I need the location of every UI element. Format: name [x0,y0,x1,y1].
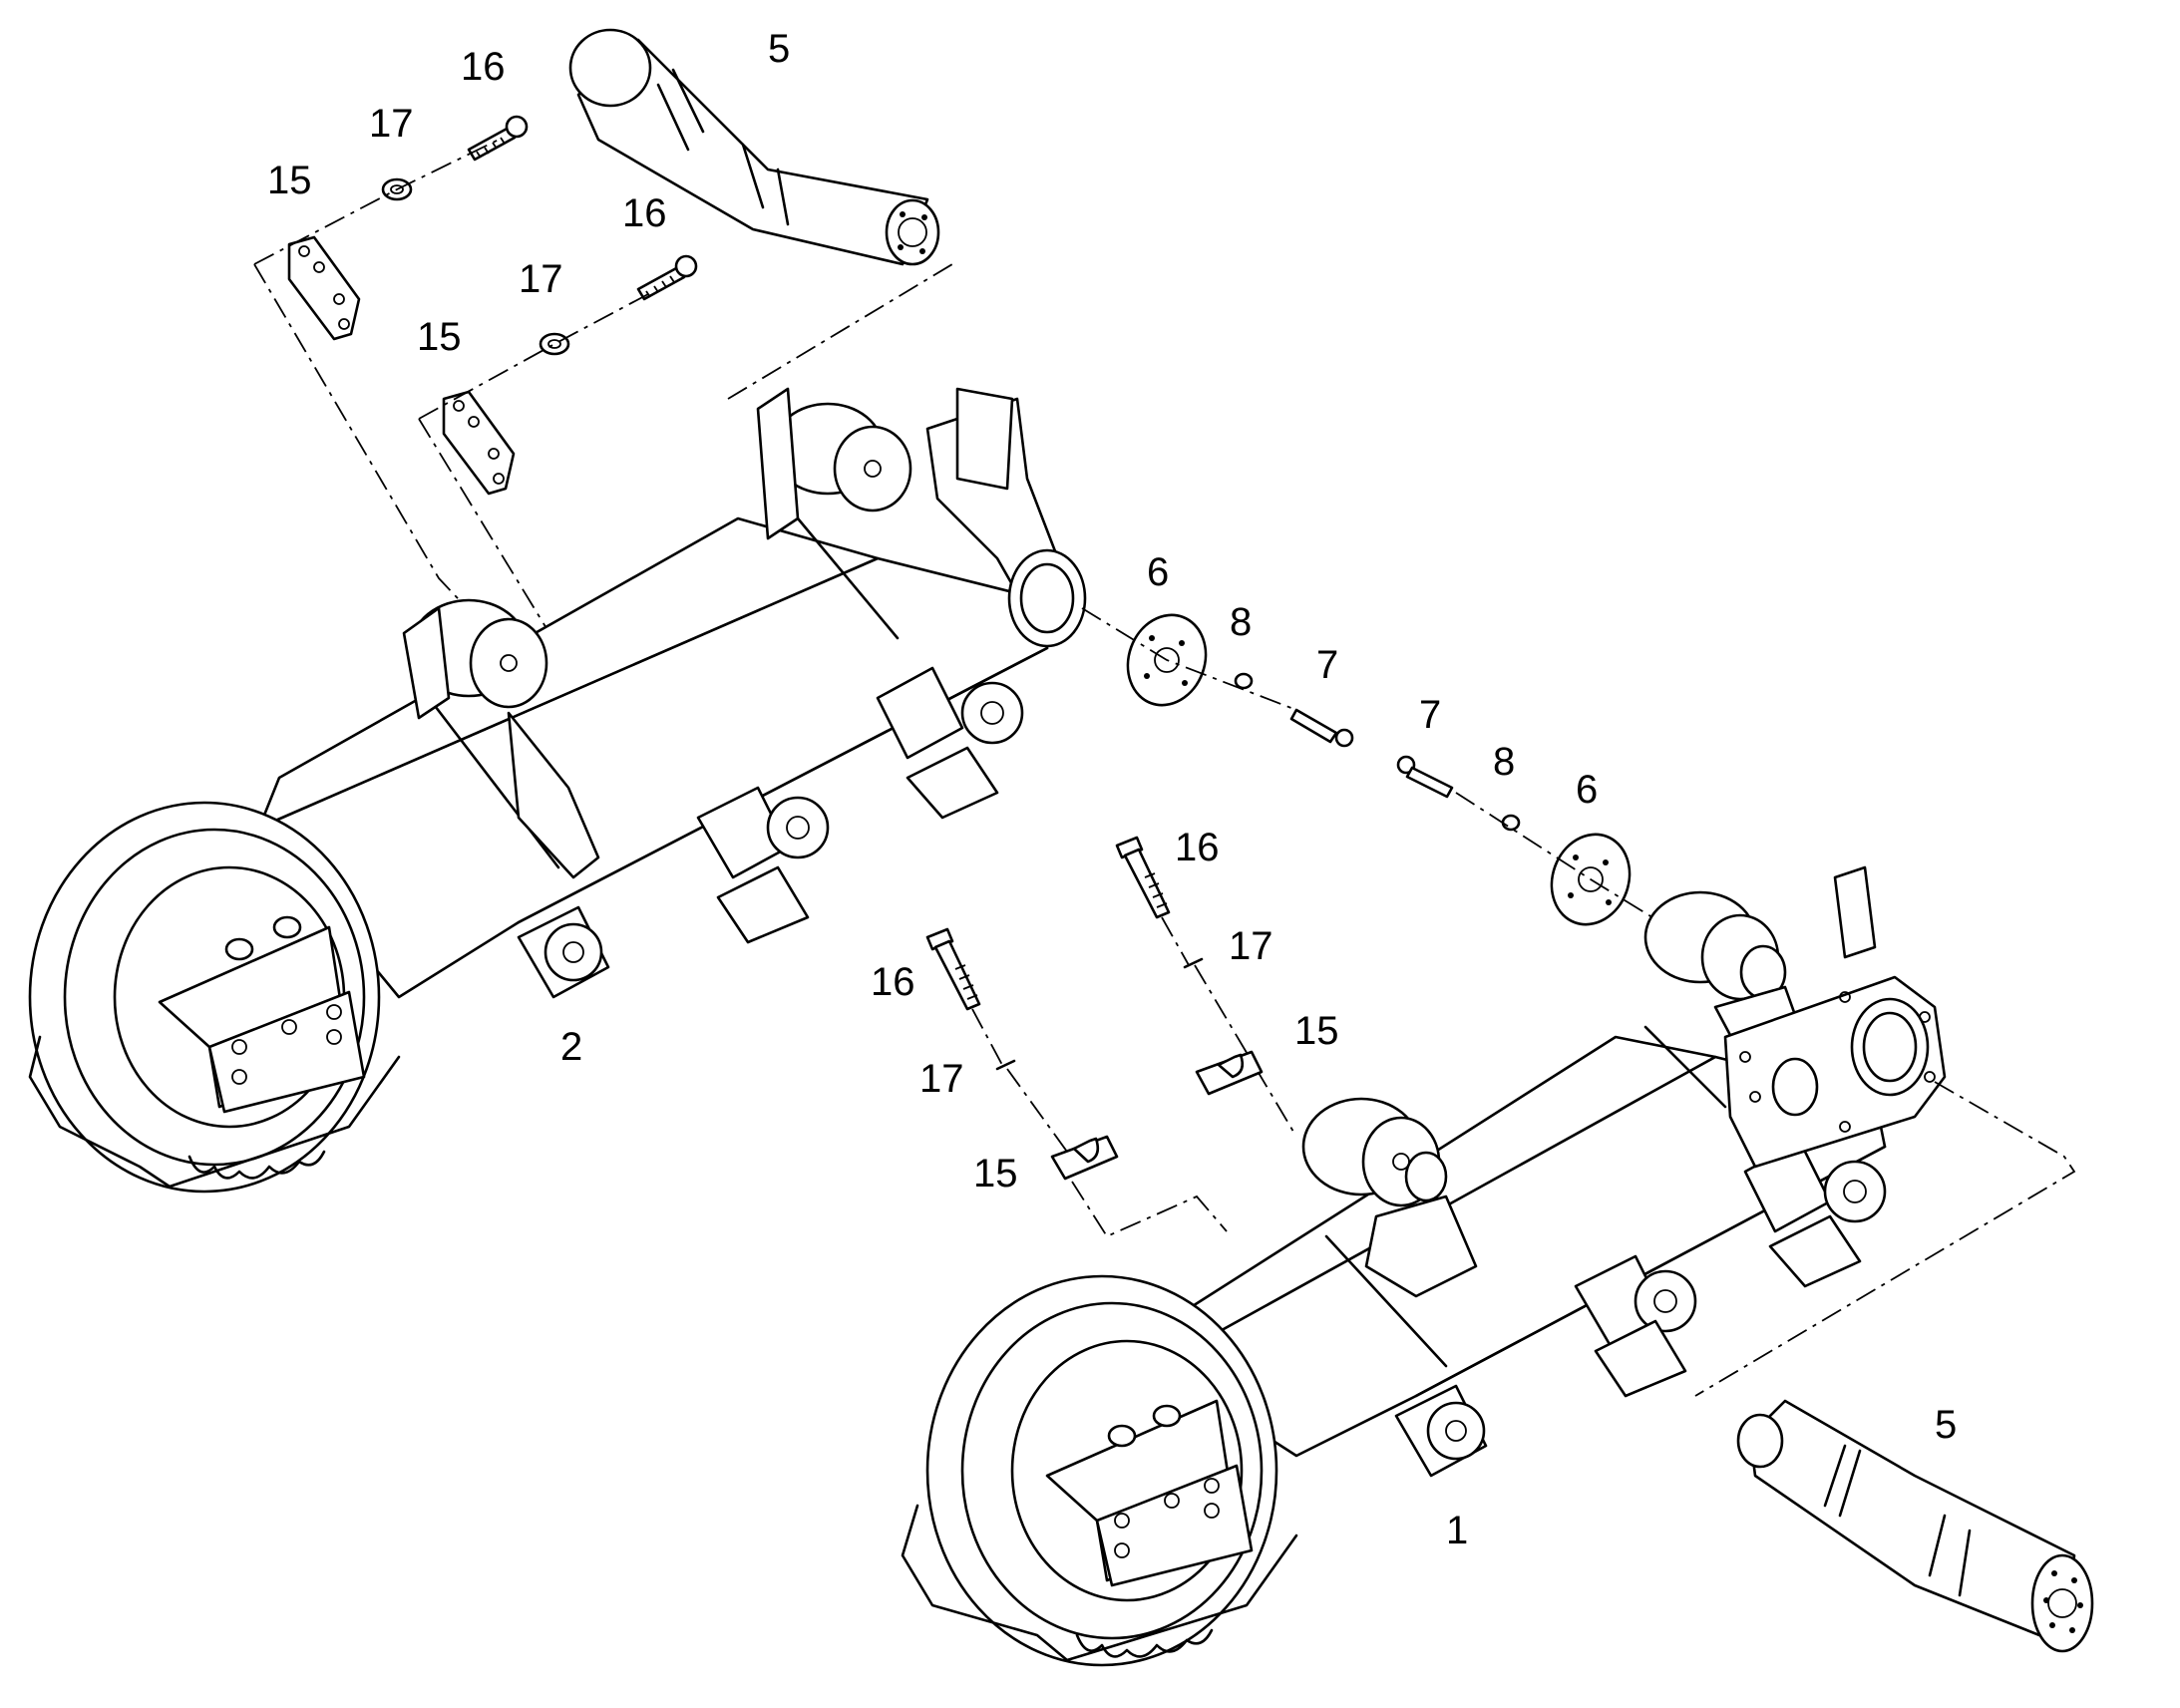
washer-part-17-d [995,1059,1016,1071]
callout-6-b: 6 [1576,768,1598,812]
bolt-part-7-a [1289,708,1354,748]
track-frame-part-1 [901,865,1947,1667]
bolt-part-16-a [467,115,529,162]
callout-1: 1 [1446,1509,1468,1552]
callout-6-a: 6 [1147,550,1169,594]
callout-15-d: 15 [973,1152,1018,1196]
callout-5-top: 5 [768,27,790,71]
callout-16-d: 16 [871,960,915,1004]
track-frame-part-2 [28,387,1087,1194]
callout-8-a: 8 [1230,600,1252,644]
callout-2: 2 [560,1025,582,1069]
clamp-part-15-a [287,235,361,341]
pin-part-5-bottom [1736,1399,2094,1653]
pin-part-5-top [568,28,940,266]
callout-7-b: 7 [1419,693,1441,737]
clamp-part-15-d [1050,1135,1119,1181]
callout-7-a: 7 [1316,643,1338,687]
callout-17-a: 17 [369,102,414,146]
callout-15-c: 15 [1294,1009,1339,1053]
bolt-part-16-b [636,254,698,301]
callout-5-bottom: 5 [1935,1403,1957,1447]
callout-15-a: 15 [267,159,312,202]
callout-17-d: 17 [919,1057,964,1101]
callout-8-b: 8 [1493,740,1515,784]
callout-17-b: 17 [519,257,563,301]
bolt-part-16-c [1115,836,1171,919]
washer-part-17-c [1183,957,1204,969]
washer-part-8-b [1501,814,1521,832]
callout-16-a: 16 [461,45,506,89]
bolt-part-7-b [1396,755,1454,799]
callout-16-c: 16 [1175,826,1220,869]
callout-16-b: 16 [622,191,667,235]
washer-part-8-a [1234,672,1254,690]
washer-part-17-b [539,332,570,356]
callout-labels: 5 16 17 15 16 17 15 6 8 7 7 8 6 16 17 15… [267,27,1957,1552]
bolt-part-16-d [925,927,981,1011]
callout-15-b: 15 [417,315,462,359]
callout-17-c: 17 [1229,924,1273,968]
clamp-part-15-c [1195,1050,1264,1096]
